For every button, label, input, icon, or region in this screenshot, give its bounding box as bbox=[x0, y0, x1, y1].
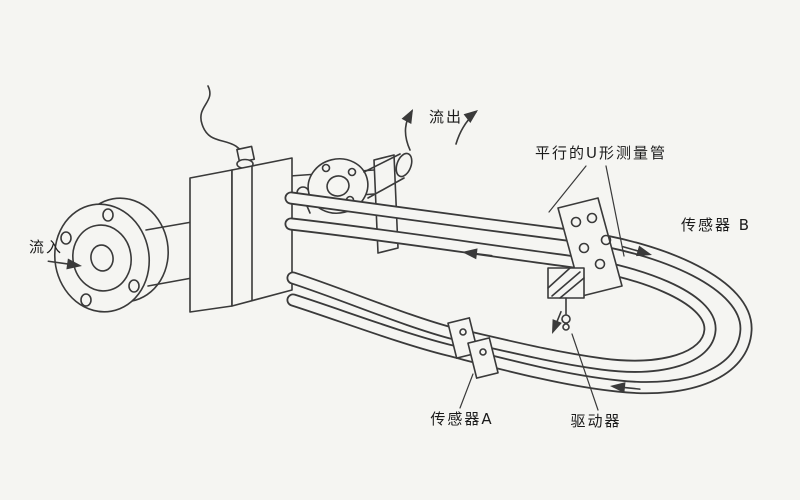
label-sensor-b: 传感器 B bbox=[681, 216, 751, 234]
label-sensor-a: 传感器A bbox=[430, 410, 493, 428]
cable bbox=[200, 85, 256, 170]
leader-lines bbox=[459, 165, 625, 411]
u-tubes bbox=[284, 191, 753, 395]
label-inflow: 流入 bbox=[29, 238, 63, 256]
sensor-a-clamp bbox=[447, 317, 499, 379]
label-driver: 驱动器 bbox=[570, 412, 621, 430]
flow-arrow-right-icon bbox=[622, 245, 652, 257]
inlet-flange bbox=[53, 197, 193, 313]
flow-arrow-bottom-icon bbox=[610, 382, 641, 394]
sensor-b-bracket bbox=[557, 197, 623, 297]
inflow-arrow-icon bbox=[47, 258, 82, 270]
label-outflow: 流出 bbox=[429, 108, 463, 126]
flow-arrow-driver-icon bbox=[552, 310, 562, 334]
driver-unit bbox=[547, 267, 585, 331]
outflow-arrow-icon bbox=[401, 109, 478, 151]
flow-arrow-top-icon bbox=[462, 248, 493, 260]
manifold-block bbox=[189, 157, 293, 313]
label-parallel-u-tubes: 平行的U形测量管 bbox=[535, 144, 667, 162]
bracket-plate bbox=[373, 154, 399, 254]
